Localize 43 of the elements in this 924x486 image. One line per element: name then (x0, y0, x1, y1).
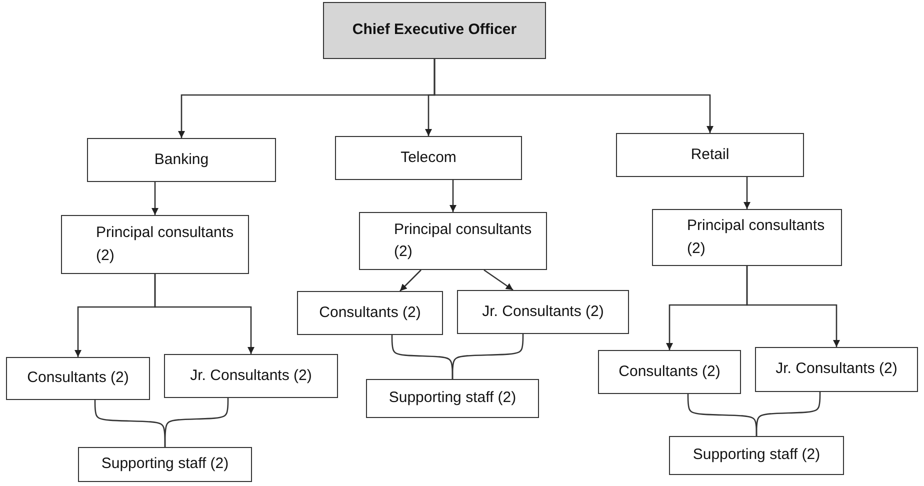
org-box (78, 447, 252, 482)
box-label: Telecom (400, 148, 456, 168)
org-box (335, 136, 522, 180)
org-box (6, 357, 150, 400)
org-box (359, 212, 547, 270)
box-label: Supporting staff (2) (692, 445, 820, 466)
arrow (744, 177, 750, 209)
arrow (746, 266, 840, 347)
box-label: Retail (690, 144, 730, 165)
arrow (450, 180, 456, 212)
box-label: Principal consultants (2) (687, 216, 826, 258)
box-label: Chief Executive Officer (352, 20, 517, 40)
org-box (61, 215, 249, 274)
box-label: Consultants (2) (618, 362, 720, 382)
box-label: Jr. Consultants (2) (190, 366, 312, 386)
org-box (323, 2, 546, 59)
brace-connector (452, 334, 524, 379)
box-label: Principal consultants (2) (394, 220, 533, 262)
box-label: Consultants (2) (27, 368, 129, 388)
org-box (87, 138, 276, 182)
box-label: Consultants (2) (319, 302, 421, 323)
org-box (457, 290, 629, 334)
arrow (152, 182, 158, 215)
box-label: Jr. Consultants (2) (482, 302, 604, 322)
brace-connector (756, 392, 821, 436)
box-label: Supporting staff (2) (101, 454, 229, 474)
arrow (400, 270, 422, 292)
org-box (297, 291, 443, 335)
arrow (154, 274, 254, 354)
org-box (755, 347, 918, 392)
arrow (434, 59, 714, 133)
org-box (164, 354, 338, 398)
org-box (366, 379, 539, 418)
box-label: Banking (154, 150, 209, 170)
box-label: Principal consultants (2) (96, 223, 235, 266)
brace-connector (164, 398, 229, 447)
box-label: Supporting staff (2) (388, 388, 516, 408)
org-box (598, 350, 741, 394)
org-box (616, 133, 804, 177)
arrow (484, 269, 514, 291)
org-box (652, 209, 842, 266)
box-label: Jr. Consultants (2) (776, 359, 898, 380)
org-box (669, 436, 844, 475)
